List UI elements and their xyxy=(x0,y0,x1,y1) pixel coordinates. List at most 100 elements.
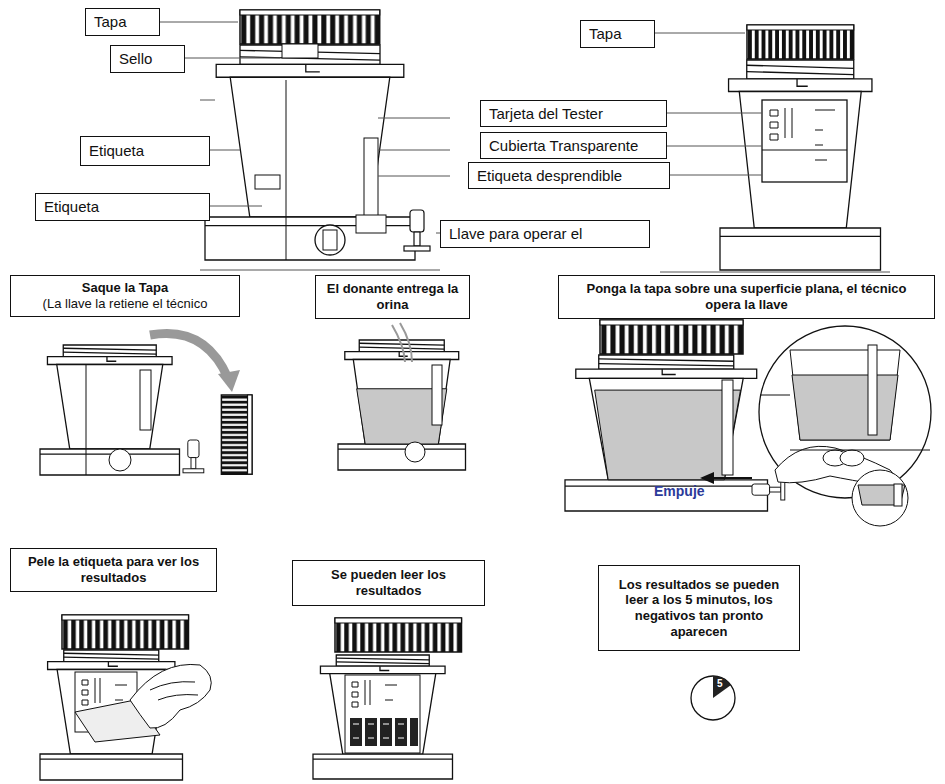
drawing-part xyxy=(150,333,228,378)
drawing-part xyxy=(255,175,280,189)
drawing-part xyxy=(150,682,198,700)
push-label: Empuje xyxy=(654,483,705,499)
drawing-part xyxy=(109,449,131,471)
drawing-part xyxy=(720,60,881,270)
box-text: Tapa xyxy=(589,25,622,43)
drawing-part xyxy=(240,10,380,44)
drawing-part xyxy=(404,210,430,251)
box-text: Tarjeta del Tester xyxy=(489,105,603,123)
box-text: El donante entrega la orina xyxy=(324,281,461,312)
drawing-part xyxy=(205,45,415,260)
drawing-part xyxy=(323,230,337,250)
drawing-part xyxy=(792,375,898,440)
drawing-part xyxy=(140,370,151,430)
drawing-part xyxy=(790,450,930,451)
drawing-part xyxy=(282,44,318,58)
drawing-part xyxy=(868,345,877,435)
drawing-part xyxy=(712,477,752,479)
drawing-part xyxy=(218,370,240,392)
box-text: Etiqueta desprendible xyxy=(477,167,622,185)
drawing-part xyxy=(894,484,902,506)
box-text: Ponga la tapa sobre una superficie plana… xyxy=(567,281,926,312)
step-operate-key xyxy=(565,320,931,526)
step-box: Pele la etiqueta para ver los resultados xyxy=(10,548,217,592)
drawing-part xyxy=(365,718,377,746)
drawing-part xyxy=(405,442,425,462)
cup-figure-parts-2 xyxy=(655,25,890,272)
part-label-box: Etiqueta xyxy=(35,193,210,221)
step-box: Saque la Tapa(La llave la retiene el téc… xyxy=(10,275,240,317)
box-text: Llave para operar el xyxy=(449,225,582,243)
drawing-part xyxy=(240,10,380,44)
drawing-part xyxy=(286,80,287,260)
box-text: Etiqueta xyxy=(44,198,99,216)
part-label-box: Tapa xyxy=(580,20,655,48)
drawing-part xyxy=(86,365,87,475)
drawing-part xyxy=(40,345,180,475)
part-label-box: Etiqueta desprendible xyxy=(468,162,670,189)
part-label-box: Cubierta Transparente xyxy=(480,132,667,159)
drawing-part xyxy=(62,615,189,649)
drawing-part xyxy=(595,390,741,480)
drawing-part xyxy=(655,33,890,272)
drawing-part xyxy=(62,615,189,649)
part-label-box: Llave para operar el xyxy=(440,220,650,248)
box-text: Etiqueta xyxy=(89,142,144,160)
drawing-part xyxy=(762,150,847,151)
drawing-part xyxy=(790,350,900,440)
step-box: Se pueden leer los resultados xyxy=(292,560,485,606)
drawing-part xyxy=(356,215,386,233)
box-text: Sello xyxy=(119,50,152,68)
box-note: (La llave la retiene el técnico xyxy=(43,296,208,312)
step-peel-label xyxy=(40,615,211,780)
drawing-part xyxy=(338,340,466,470)
drawing-part xyxy=(392,323,412,362)
drawing-part xyxy=(350,718,362,746)
drawing-part xyxy=(747,25,854,59)
drawing-part xyxy=(432,365,442,425)
drawing-part xyxy=(565,355,768,511)
step-box: Ponga la tapa sobre una superficie plana… xyxy=(558,275,935,319)
drawing-part xyxy=(221,395,252,474)
drawing-part xyxy=(600,320,743,354)
drawing-part xyxy=(404,210,430,251)
drawing-part xyxy=(313,655,453,779)
drawing-part xyxy=(130,664,211,728)
drawing-part xyxy=(380,718,392,746)
drawing-part xyxy=(410,718,418,746)
box-text: Cubierta Transparente xyxy=(489,137,638,155)
part-label-box: Tapa xyxy=(85,8,160,36)
box-text: Se pueden leer los resultados xyxy=(301,567,476,598)
step-box: Los resultados se pueden leer a los 5 mi… xyxy=(598,565,800,651)
drawing-part xyxy=(747,25,854,59)
drawing-part xyxy=(565,355,768,511)
step-read-results xyxy=(313,618,462,779)
drawing-part xyxy=(205,45,415,260)
drawing-part xyxy=(313,655,453,779)
box-text: Pele la etiqueta para ver los resultados xyxy=(19,554,208,585)
drawing-part xyxy=(852,470,908,526)
step-box: El donante entrega la orina xyxy=(315,275,470,319)
drawing-part xyxy=(713,676,731,698)
drawing-part xyxy=(183,440,204,473)
part-label-box: Tarjeta del Tester xyxy=(480,100,667,127)
drawing-part xyxy=(315,225,345,255)
drawing-part xyxy=(858,485,905,505)
drawing-part xyxy=(40,345,180,475)
drawing-part xyxy=(600,320,743,354)
drawing-part xyxy=(335,618,462,652)
drawing-part xyxy=(338,340,466,470)
box-text: Los resultados se pueden leer a los 5 mi… xyxy=(607,577,791,639)
drawing-part xyxy=(352,680,397,707)
drawing-part xyxy=(82,678,127,705)
step-donor-urine xyxy=(338,323,466,470)
drawing-part xyxy=(762,100,847,182)
drawing-part xyxy=(335,618,462,652)
drawing-part xyxy=(700,472,714,484)
drawing-part xyxy=(345,675,420,753)
drawing-part xyxy=(722,380,733,475)
box-text: Saque la Tapa xyxy=(82,280,168,296)
drawing-part xyxy=(759,326,931,498)
